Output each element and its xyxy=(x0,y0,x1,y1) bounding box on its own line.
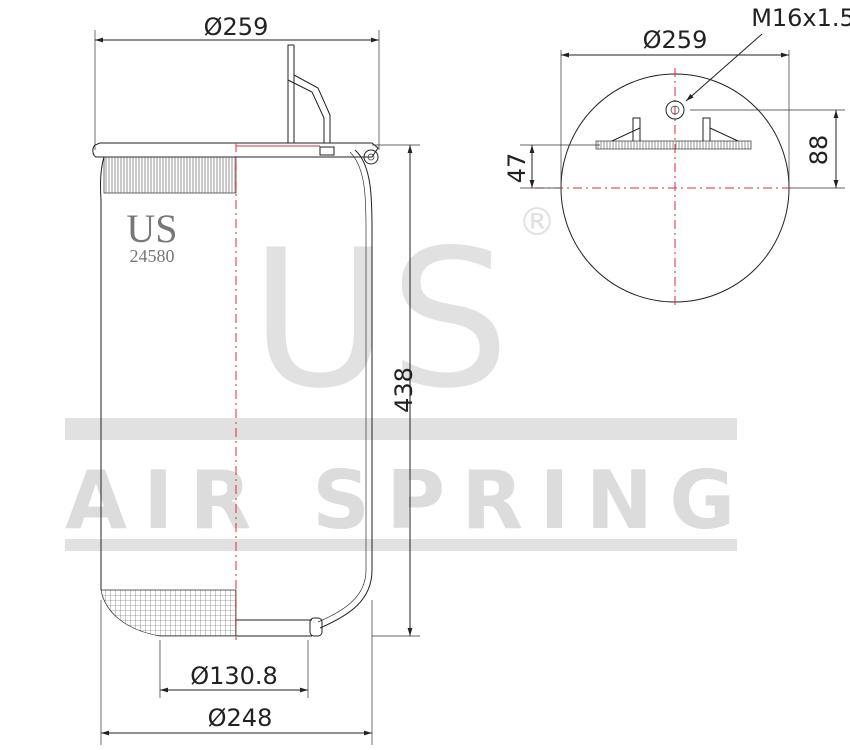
dim-bottom-diameter-label: Ø248 xyxy=(208,704,273,732)
air-port-inner xyxy=(670,105,680,115)
dim-height: 438 xyxy=(372,144,420,637)
watermark-bottom-bar xyxy=(65,539,737,551)
thread-label: M16x1.5 xyxy=(751,4,850,32)
dim-top-view-diameter: Ø259 xyxy=(560,26,790,188)
mounting-stud xyxy=(287,44,331,143)
bracket-left xyxy=(611,117,641,142)
dim-offset-small: 47 xyxy=(503,144,600,189)
bracket-right xyxy=(702,117,739,142)
dim-offset-large-label: 88 xyxy=(805,135,833,166)
upper-rib-band xyxy=(103,156,237,194)
piston-bottom-line xyxy=(236,619,312,637)
watermark-top-bar xyxy=(65,418,737,440)
air-port xyxy=(665,100,685,120)
watermark-product: AIR SPRING xyxy=(65,454,735,547)
piston-clip xyxy=(309,617,323,637)
dim-top-view-diameter-label: Ø259 xyxy=(643,26,708,54)
watermark-brand: US xyxy=(250,209,510,430)
bellows-right-wall xyxy=(319,149,373,629)
dim-top-diameter-label: Ø259 xyxy=(204,13,269,41)
part-number-label: 24580 xyxy=(130,246,175,266)
thread-leader xyxy=(685,33,763,102)
side-view: US 24580 Ø259 438 Ø130.8 Ø248 xyxy=(92,13,420,745)
bellows-outline xyxy=(99,156,105,590)
top-view: M16x1.5 Ø259 47 88 xyxy=(503,4,850,305)
piston-knurl xyxy=(100,589,237,637)
stud-nut xyxy=(319,146,335,156)
dim-offset-small-label: 47 xyxy=(503,153,531,184)
dim-bottom-diameter: Ø248 xyxy=(100,600,373,745)
dim-piston-diameter: Ø130.8 xyxy=(159,640,309,698)
bellows-right-wall-inner xyxy=(317,151,367,623)
dim-height-label: 438 xyxy=(390,367,418,413)
watermark-registered-mark: ® xyxy=(518,200,556,244)
part-brand-label: US xyxy=(126,206,177,251)
mounting-bar xyxy=(595,140,752,150)
crimp-ring-inner xyxy=(367,153,375,161)
dim-offset-large: 88 xyxy=(690,109,845,189)
dim-top-diameter: Ø259 xyxy=(94,13,380,150)
dim-piston-diameter-label: Ø130.8 xyxy=(190,662,278,690)
top-bead-plate xyxy=(92,142,379,158)
crimp-ring xyxy=(363,149,379,165)
